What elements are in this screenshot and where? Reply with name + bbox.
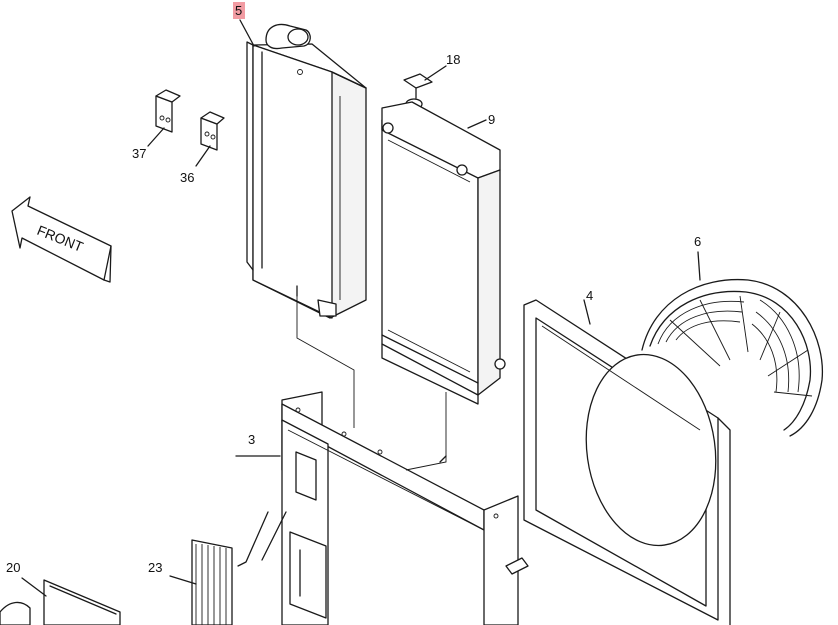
bracket-part-37[interactable]	[147, 89, 181, 147]
label-part-6[interactable]: 6	[694, 234, 701, 249]
oil-cooler-part-9[interactable]	[381, 101, 506, 405]
radiator-part-5[interactable]	[246, 23, 367, 319]
label-part-18[interactable]: 18	[446, 52, 460, 67]
label-part-5[interactable]: 5	[235, 3, 242, 18]
connector-lines	[296, 296, 447, 471]
label-part-23[interactable]: 23	[148, 560, 162, 575]
cooler-part-23[interactable]	[169, 539, 233, 625]
fan-guard-part-6[interactable]	[641, 251, 824, 437]
label-5-highlight	[233, 2, 245, 19]
front-direction-arrow: FRONT	[11, 196, 112, 283]
label-part-3[interactable]: 3	[248, 432, 255, 447]
label-part-37[interactable]: 37	[132, 146, 146, 161]
label-part-4[interactable]: 4	[586, 288, 593, 303]
panel-part-20[interactable]	[0, 577, 121, 625]
frame-part-3[interactable]	[235, 391, 529, 625]
label-part-9[interactable]: 9	[488, 112, 495, 127]
label-part-20[interactable]: 20	[6, 560, 20, 575]
bracket-part-36[interactable]	[195, 111, 225, 167]
fan-shroud-part-4[interactable]	[523, 299, 731, 625]
label-part-36[interactable]: 36	[180, 170, 194, 185]
